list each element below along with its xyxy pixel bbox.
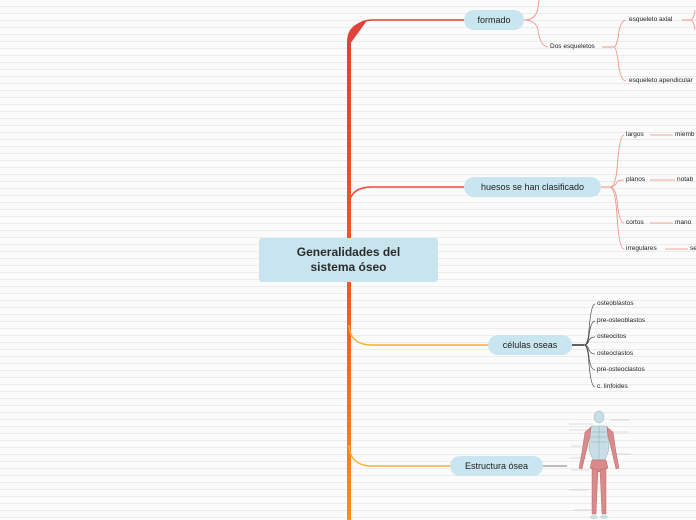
connector-cel-4 [572, 344, 596, 355]
connector-clas-largos [601, 134, 625, 188]
subtopic-osteoblastos[interactable]: osteoblastos [597, 300, 634, 307]
connector-cel-6 [572, 344, 596, 388]
subtopic-dos-esqueletos[interactable]: Dos esqueletos [550, 43, 595, 50]
connector-formado-up [523, 0, 540, 21]
skeleton-illustration [569, 410, 631, 519]
connector-estructura [348, 444, 450, 467]
subtopic-cortos-detail[interactable]: mano [675, 219, 692, 226]
connector-cel-3 [572, 336, 596, 346]
topic-estructura-osea[interactable]: Estructura ósea [450, 456, 543, 476]
connector-clas-cortos [601, 186, 625, 224]
topic-huesos-clasificado[interactable]: huesos se han clasificado [464, 177, 601, 197]
central-topic[interactable]: Generalidades del sistema óseo [259, 238, 438, 282]
connector-dos-axial [602, 19, 627, 48]
subtopic-pre-osteoclastos[interactable]: pre-osteoclastos [597, 366, 645, 373]
connector-clasificado [348, 186, 464, 206]
subtopic-largos[interactable]: largos [626, 131, 644, 138]
central-topic-line2: sistema óseo [310, 260, 387, 274]
subtopic-planos-detail[interactable]: notab [677, 176, 694, 183]
subtopic-planos[interactable]: planos [626, 176, 646, 183]
topic-formado[interactable]: formado [464, 10, 524, 30]
central-topic-line1: Generalidades del [296, 245, 401, 259]
connector-dos-apendicular [602, 46, 627, 82]
topic-celulas-oseas[interactable]: células oseas [488, 335, 572, 355]
connector-axial-right [682, 9, 696, 21]
connector-formado-dos [523, 19, 549, 48]
connector-celulas [348, 324, 488, 346]
subtopic-irregulares-detail[interactable]: se [690, 245, 696, 252]
subtopic-pre-osteoblastos[interactable]: pre-osteoblastos [597, 317, 646, 324]
connector-formado [348, 19, 464, 46]
subtopic-irregulares[interactable]: irregulares [626, 245, 657, 252]
subtopic-esqueleto-apendicular[interactable]: esqueleto apendicular [629, 77, 693, 84]
subtopic-osteocitos[interactable]: osteocitos [597, 333, 627, 340]
subtopic-cortos[interactable]: cortos [626, 219, 644, 226]
connector-axial-right2 [682, 19, 696, 31]
subtopic-largos-detail[interactable]: miemb [675, 131, 695, 138]
connector-cel-2 [572, 320, 596, 346]
connector-cel-5 [572, 344, 596, 371]
connector-clas-irregulares [601, 186, 625, 250]
subtopic-esqueleto-axial[interactable]: esqueleto axial [629, 16, 673, 23]
connector-clas-planos [601, 179, 625, 188]
subtopic-c-linfoides[interactable]: c. linfoides [597, 383, 628, 390]
subtopic-osteoclastos[interactable]: osteoclastos [597, 350, 634, 357]
